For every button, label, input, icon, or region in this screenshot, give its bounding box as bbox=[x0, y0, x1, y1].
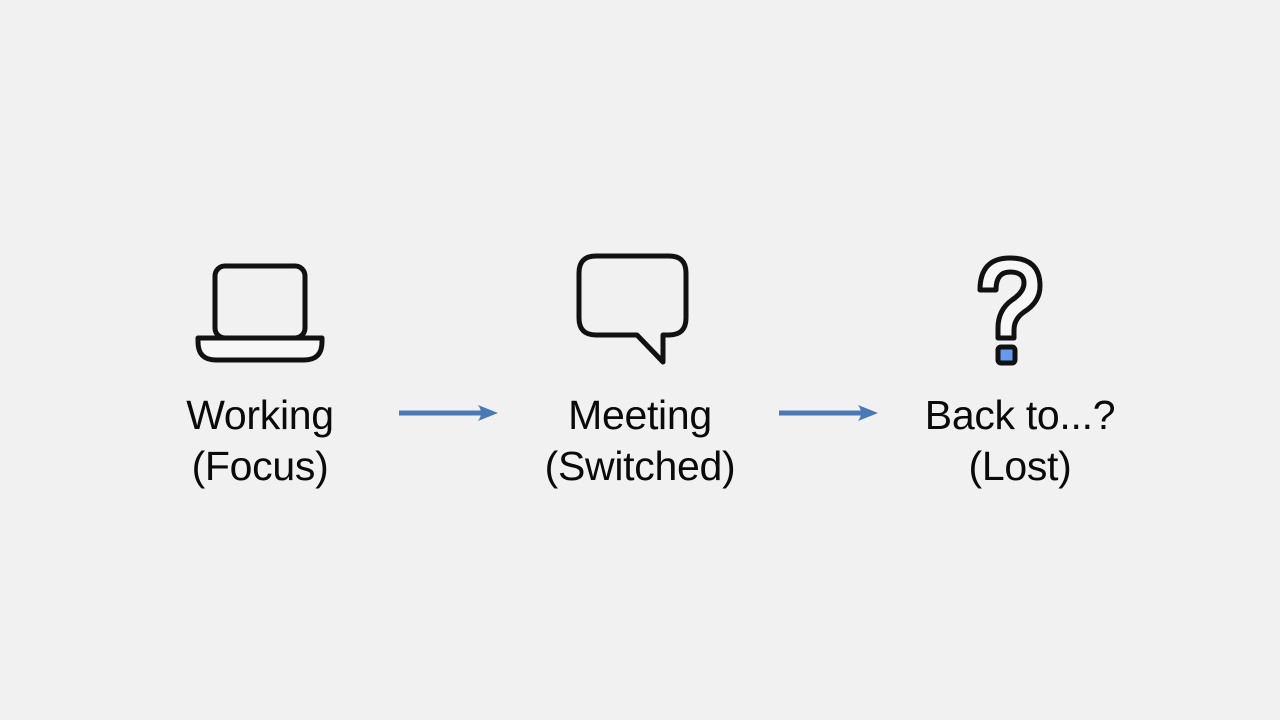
stage-meeting-label-secondary: (Switched) bbox=[544, 443, 736, 489]
arrow-working-to-meeting bbox=[375, 228, 525, 423]
stage-working-label-secondary: (Focus) bbox=[191, 443, 329, 489]
question-mark-icon bbox=[970, 228, 1070, 368]
stage-meeting-labels: Meeting (Switched) bbox=[545, 390, 736, 492]
stage-working: Working (Focus) bbox=[145, 228, 375, 492]
speech-bubble-icon bbox=[575, 228, 705, 368]
stage-back-to-labels: Back to...? (Lost) bbox=[924, 390, 1116, 492]
stage-back-to-label-primary: Back to...? bbox=[924, 392, 1116, 438]
context-switch-flow: Working (Focus) Meeting (Switched) bbox=[0, 228, 1280, 518]
laptop-icon bbox=[190, 228, 330, 368]
stage-working-labels: Working (Focus) bbox=[186, 390, 334, 492]
stage-back-to: Back to...? (Lost) bbox=[905, 228, 1135, 492]
arrow-meeting-to-backto bbox=[755, 228, 905, 423]
stage-working-label-primary: Working bbox=[186, 392, 334, 438]
stage-meeting-label-primary: Meeting bbox=[568, 392, 712, 438]
stage-back-to-label-secondary: (Lost) bbox=[968, 443, 1072, 489]
stage-meeting: Meeting (Switched) bbox=[525, 228, 755, 492]
